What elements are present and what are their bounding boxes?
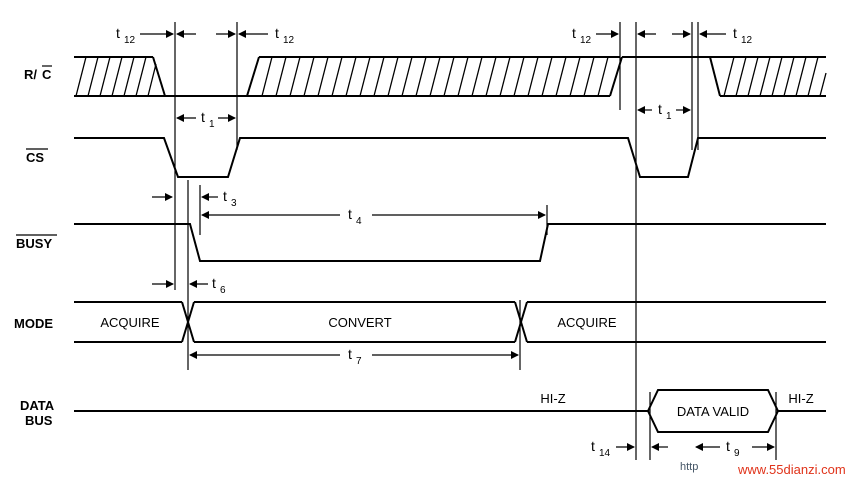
svg-text:12: 12 bbox=[741, 35, 753, 46]
timing-label-t12-d: t 12 bbox=[733, 25, 753, 46]
svg-text:t: t bbox=[212, 275, 216, 291]
svg-text:t: t bbox=[658, 101, 662, 117]
busy-waveform bbox=[74, 223, 826, 262]
svg-text:C: C bbox=[42, 67, 52, 82]
svg-text:t: t bbox=[201, 109, 205, 125]
rc-hatch-2 bbox=[261, 56, 609, 97]
svg-text:CS: CS bbox=[26, 150, 44, 165]
timing-label-t12-a: t 12 bbox=[116, 25, 136, 46]
svg-text:9: 9 bbox=[734, 448, 740, 459]
svg-text:t: t bbox=[726, 438, 730, 454]
rc-hatch-3 bbox=[723, 56, 827, 97]
svg-text:12: 12 bbox=[124, 35, 136, 46]
timing-label-t1-a: t 1 bbox=[201, 109, 215, 130]
svg-text:R/: R/ bbox=[24, 67, 37, 82]
svg-text:t: t bbox=[591, 438, 595, 454]
timing-label-t6: t 6 bbox=[212, 275, 226, 296]
timing-arrows bbox=[140, 30, 775, 451]
signal-label-bus: BUS bbox=[25, 413, 53, 428]
signal-label-rc: R/ C bbox=[24, 65, 52, 82]
data-bus-waveform bbox=[74, 389, 826, 433]
svg-text:3: 3 bbox=[231, 198, 237, 209]
timing-label-t3: t 3 bbox=[223, 188, 237, 209]
svg-text:4: 4 bbox=[356, 216, 362, 227]
svg-text:6: 6 bbox=[220, 285, 226, 296]
data-bus-state-hiz-2: HI-Z bbox=[788, 391, 813, 406]
timing-label-t12-c: t 12 bbox=[572, 25, 592, 46]
mode-waveform bbox=[74, 301, 826, 343]
svg-text:t: t bbox=[348, 346, 352, 362]
svg-text:BUSY: BUSY bbox=[16, 236, 52, 251]
svg-text:7: 7 bbox=[356, 356, 362, 367]
reference-lines bbox=[174, 22, 777, 460]
mode-state-convert: CONVERT bbox=[328, 315, 391, 330]
svg-text:t: t bbox=[733, 25, 737, 41]
signal-label-cs: CS bbox=[26, 148, 48, 165]
svg-text:12: 12 bbox=[580, 35, 592, 46]
timing-label-t7: t 7 bbox=[348, 346, 362, 367]
timing-label-t12-b: t 12 bbox=[275, 25, 295, 46]
data-bus-state-hiz: HI-Z bbox=[540, 391, 565, 406]
svg-text:t: t bbox=[116, 25, 120, 41]
cs-waveform bbox=[74, 137, 826, 178]
timing-label-t14: t 14 bbox=[591, 438, 611, 459]
signal-label-busy: BUSY bbox=[16, 234, 57, 251]
svg-text:t: t bbox=[275, 25, 279, 41]
svg-text:1: 1 bbox=[666, 111, 672, 122]
rc-hatch-1 bbox=[75, 56, 157, 97]
watermark-left: http bbox=[680, 461, 698, 473]
rc-waveform bbox=[74, 56, 827, 97]
svg-text:t: t bbox=[223, 188, 227, 204]
svg-text:t: t bbox=[348, 206, 352, 222]
mode-state-acquire: ACQUIRE bbox=[100, 315, 160, 330]
svg-text:1: 1 bbox=[209, 119, 215, 130]
svg-text:t: t bbox=[572, 25, 576, 41]
svg-text:12: 12 bbox=[283, 35, 295, 46]
svg-text:14: 14 bbox=[599, 448, 611, 459]
timing-label-t9: t 9 bbox=[726, 438, 740, 459]
signal-label-data: DATA bbox=[20, 398, 55, 413]
timing-label-t1-b: t 1 bbox=[658, 101, 672, 122]
mode-state-acquire-2: ACQUIRE bbox=[557, 315, 617, 330]
data-bus-state-valid: DATA VALID bbox=[677, 404, 749, 419]
watermark-url: www.55dianzi.com bbox=[737, 462, 846, 477]
timing-label-t4: t 4 bbox=[348, 206, 362, 227]
signal-label-mode: MODE bbox=[14, 316, 53, 331]
